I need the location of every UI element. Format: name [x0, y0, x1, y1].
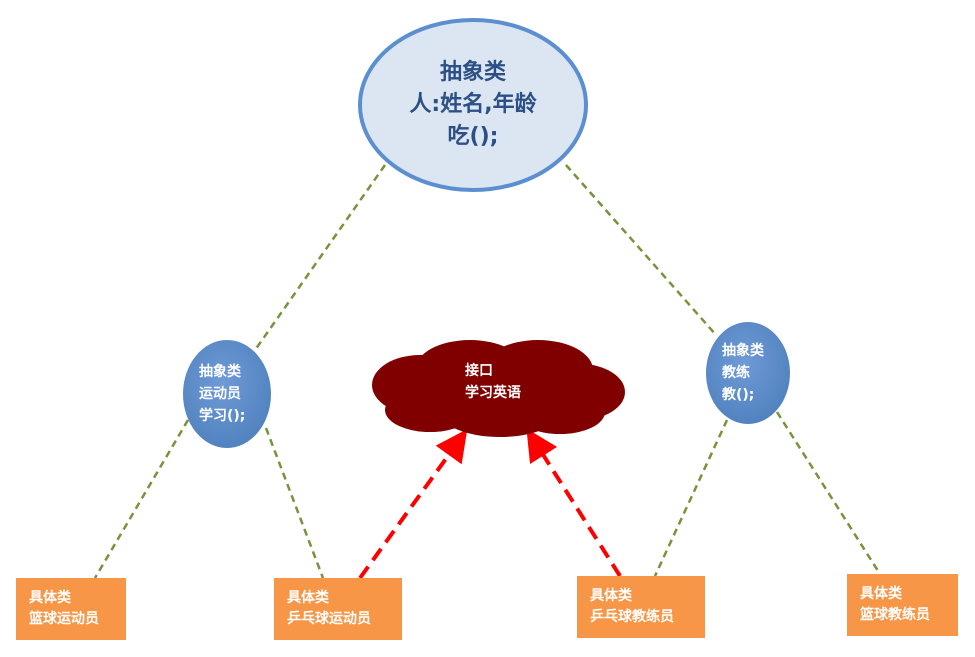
connector-person-athlete	[251, 164, 387, 354]
abstract-coach-method: 教();	[722, 387, 755, 403]
abstract-coach-label: 抽象类 教练 教();	[706, 322, 790, 424]
concrete-name: 乒乓球教练员	[590, 609, 674, 625]
abstract-person-type: 抽象类	[439, 60, 506, 85]
abstract-athlete-ellipse	[183, 340, 271, 448]
concrete-pingpong-player: 具体类 乒乓球运动员	[274, 578, 402, 640]
arrow-pingpong-coach-to-interface	[526, 428, 622, 578]
concrete-name: 乒乓球运动员	[287, 611, 371, 627]
interface-name: 学习英语	[465, 385, 521, 401]
concrete-name: 篮球运动员	[29, 611, 99, 627]
abstract-athlete-name: 运动员	[199, 386, 241, 402]
concrete-name: 篮球教练员	[860, 607, 930, 623]
abstract-athlete-label: 抽象类 运动员 学习();	[183, 340, 271, 448]
abstract-athlete-method: 学习();	[199, 408, 246, 424]
interface-cloud	[372, 340, 625, 437]
connector-coach-pingpong-coach	[653, 419, 729, 577]
abstract-person-method: 吃();	[447, 124, 499, 149]
concrete-type: 具体类	[29, 590, 71, 606]
abstract-person-fields: 人:姓名,年龄	[409, 92, 537, 117]
concrete-type: 具体类	[860, 586, 902, 602]
abstract-person-label: 抽象类 人:姓名,年龄 吃();	[360, 20, 586, 190]
concrete-type: 具体类	[590, 588, 632, 604]
connector-athlete-basket-player	[93, 419, 190, 579]
abstract-person-ellipse	[358, 18, 588, 192]
interface-label: 接口 学习英语	[440, 350, 560, 414]
concrete-type: 具体类	[287, 590, 329, 606]
interface-type: 接口	[465, 363, 493, 379]
connector-person-coach	[565, 164, 717, 336]
abstract-coach-type: 抽象类	[722, 343, 764, 359]
connector-athlete-pingpong-player	[264, 427, 325, 579]
concrete-basketball-coach: 具体类 篮球教练员	[847, 574, 958, 636]
abstract-coach-ellipse	[706, 322, 790, 424]
abstract-athlete-type: 抽象类	[199, 364, 241, 380]
abstract-coach-name: 教练	[722, 365, 750, 381]
concrete-basketball-player: 具体类 篮球运动员	[16, 578, 126, 640]
concrete-pingpong-coach: 具体类 乒乓球教练员	[577, 576, 705, 638]
arrow-pingpong-player-to-interface	[358, 429, 468, 580]
connector-coach-basket-coach	[775, 411, 882, 575]
